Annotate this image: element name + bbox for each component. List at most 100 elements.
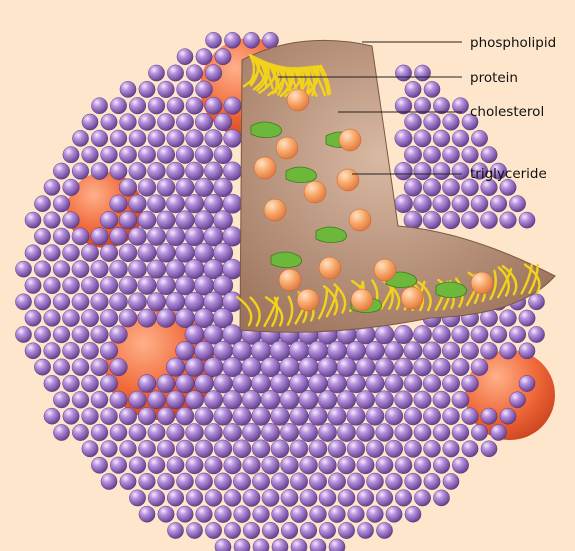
phospholipid-bead (63, 212, 80, 229)
triglyceride-bead (374, 259, 396, 281)
phospholipid-bead (328, 407, 346, 425)
phospholipid-bead (357, 522, 373, 538)
phospholipid-bead (500, 212, 517, 229)
phospholipid-bead (423, 342, 441, 360)
phospholipid-bead (242, 357, 261, 376)
phospholipid-bead (166, 195, 184, 213)
phospholipid-bead (185, 194, 204, 213)
phospholipid-bead (356, 358, 375, 377)
phospholipid-bead (414, 490, 430, 506)
phospholipid-bead (91, 98, 107, 114)
phospholipid-bead (91, 326, 109, 344)
phospholipid-bead (452, 457, 468, 473)
phospholipid-bead (214, 113, 232, 131)
phospholipid-bead (63, 375, 80, 392)
phospholipid-bead (490, 195, 507, 212)
phospholipid-bead (223, 390, 242, 409)
phospholipid-bead (328, 473, 345, 490)
phospholipid-bead (82, 146, 99, 163)
triglyceride-bead (254, 157, 276, 179)
phospholipid-bead (271, 440, 289, 458)
phospholipid-bead (44, 375, 60, 391)
phospholipid-bead (129, 195, 147, 213)
phospholipid-bead (500, 343, 517, 360)
phospholipid-bead (91, 457, 107, 473)
phospholipid-bead (462, 146, 479, 163)
phospholipid-bead (443, 441, 460, 458)
phospholipid-bead (100, 211, 118, 229)
triglyceride-bead (304, 181, 326, 203)
phospholipid-bead (167, 490, 184, 507)
phospholipid-bead (366, 374, 385, 393)
phospholipid-bead (128, 293, 146, 311)
phospholipid-bead (443, 146, 460, 163)
phospholipid-bead (110, 326, 128, 344)
phospholipid-bead (157, 113, 174, 130)
phospholipid-bead (519, 343, 535, 359)
phospholipid-bead (53, 293, 70, 310)
phospholipid-bead (280, 390, 299, 409)
phospholipid-bead (185, 391, 203, 409)
phospholipid-bead (471, 326, 488, 343)
phospholipid-bead (243, 456, 261, 474)
triglyceride-bead (471, 272, 493, 294)
phospholipid-bead (318, 423, 336, 441)
phospholipid-bead (300, 489, 317, 506)
phospholipid-bead (414, 195, 432, 213)
phospholipid-bead (205, 522, 221, 538)
phospholipid-bead (120, 114, 137, 131)
phospholipid-bead (175, 276, 194, 295)
phospholipid-bead (347, 407, 365, 425)
phospholipid-bead (25, 310, 41, 326)
phospholipid-bead (176, 374, 195, 393)
phospholipid-bead (452, 391, 469, 408)
phospholipid-bead (405, 473, 422, 490)
phospholipid-bead (205, 32, 221, 48)
phospholipid-bead (167, 457, 184, 474)
phospholipid-bead (81, 277, 98, 294)
phospholipid-bead (157, 146, 175, 164)
label-protein-text: protein (470, 70, 518, 86)
phospholipid-bead (462, 375, 479, 392)
phospholipid-bead (110, 293, 128, 311)
phospholipid-bead (272, 539, 288, 551)
phospholipid-bead (404, 146, 421, 163)
phospholipid-bead (157, 178, 175, 196)
phospholipid-bead (177, 506, 193, 522)
phospholipid-bead (81, 244, 98, 261)
phospholipid-bead (177, 81, 194, 98)
phospholipid-bead (348, 506, 365, 523)
label-triglyceride: triglyceride (470, 166, 547, 182)
phospholipid-bead (338, 522, 354, 538)
phospholipid-bead (186, 424, 204, 442)
phospholipid-bead (337, 423, 355, 441)
phospholipid-bead (413, 325, 431, 343)
phospholipid-bead (253, 506, 270, 523)
label-triglyceride-text: triglyceride (470, 166, 547, 182)
label-phospholipid: phospholipid (470, 35, 556, 51)
phospholipid-bead (452, 130, 469, 147)
phospholipid-bead (234, 506, 251, 523)
triglyceride-bead (287, 89, 309, 111)
phospholipid-bead (185, 358, 204, 377)
phospholipid-bead (519, 310, 535, 326)
phospholipid-bead (139, 473, 156, 490)
phospholipid-bead (509, 196, 525, 212)
phospholipid-bead (233, 407, 252, 426)
phospholipid-bead (100, 309, 118, 327)
phospholipid-bead (25, 343, 41, 359)
phospholipid-bead (261, 357, 281, 377)
phospholipid-bead (91, 130, 108, 147)
phospholipid-bead (395, 65, 411, 81)
phospholipid-bead (72, 326, 89, 343)
phospholipid-bead (395, 424, 413, 442)
phospholipid-bead (375, 358, 394, 377)
phospholipid-bead (72, 163, 89, 180)
phospholipid-bead (204, 162, 222, 180)
phospholipid-bead (252, 440, 270, 458)
phospholipid-bead (223, 357, 242, 376)
phospholipid-bead (300, 456, 318, 474)
phospholipid-bead (129, 97, 146, 114)
phospholipid-bead (101, 408, 118, 425)
phospholipid-bead (195, 473, 212, 490)
